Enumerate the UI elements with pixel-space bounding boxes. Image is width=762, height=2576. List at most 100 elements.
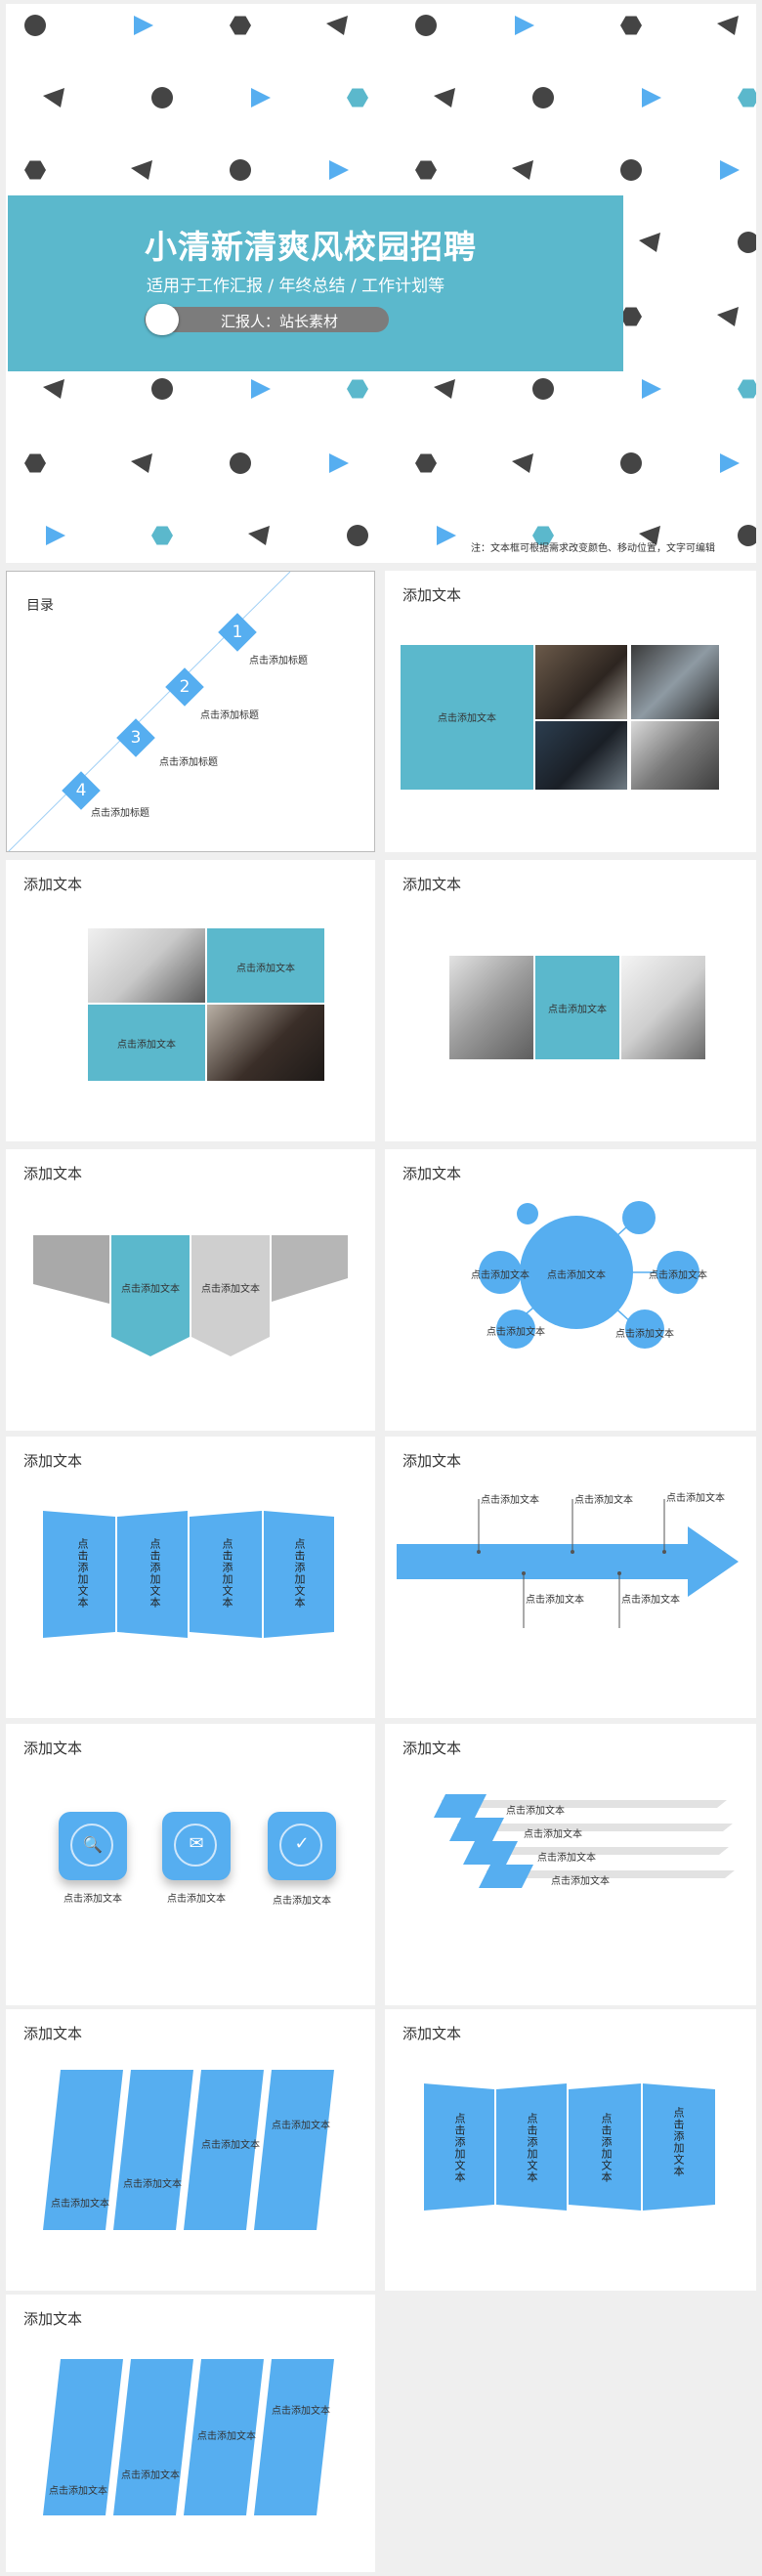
bar-label-1[interactable]: 点击添加文本	[49, 2486, 107, 2497]
chevron-teal-label[interactable]: 点击添加文本	[121, 1284, 180, 1295]
timeline-label-3[interactable]: 点击添加文本	[666, 1493, 725, 1504]
tile-label: 点击添加文本	[273, 1896, 331, 1907]
tile-message[interactable]: ✉	[162, 1812, 231, 1880]
slanted-bar-shapes	[43, 2070, 334, 2230]
slide-heading: 添加文本	[402, 876, 462, 893]
slide-heading: 添加文本	[23, 876, 83, 893]
vertical-label[interactable]: 点击添加文本	[221, 1538, 233, 1609]
ribbon-label-2[interactable]: 点击添加文本	[524, 1829, 582, 1840]
teal-card[interactable]: 点击添加文本	[401, 645, 533, 790]
message-icon: ✉	[189, 1833, 204, 1854]
pattern-shape	[717, 307, 739, 326]
vertical-label[interactable]: 点击添加文本	[293, 1538, 306, 1609]
check-icon: ✓	[294, 1833, 310, 1854]
bubble-bottom-right	[625, 1309, 664, 1349]
chevron-gray	[191, 1235, 270, 1356]
toc-label: 点击添加标题	[249, 656, 308, 666]
pattern-shape	[230, 452, 251, 474]
bar-label-1[interactable]: 点击添加文本	[51, 2199, 109, 2210]
pattern-shape	[347, 525, 368, 546]
slide-arrow-timeline: 添加文本 点击添加文本 点击添加文本 点击添加文本 点击添加文本 点击添加文本	[385, 1437, 756, 1718]
pattern-shape	[347, 88, 368, 107]
tile-label: 点击添加文本	[64, 1894, 122, 1905]
bar-label-4[interactable]: 点击添加文本	[272, 2121, 330, 2131]
pattern-shape	[131, 453, 152, 473]
pattern-shape	[512, 160, 533, 180]
timeline-label-2[interactable]: 点击添加文本	[574, 1495, 633, 1506]
chevron-shapes	[33, 1235, 348, 1356]
vertical-label[interactable]: 点击添加文本	[526, 2113, 538, 2183]
pattern-shape	[720, 160, 740, 180]
timeline-label-1[interactable]: 点击添加文本	[481, 1495, 539, 1506]
slide-ribbon-steps: 添加文本 点击添加文本 点击添加文本 点击添加文本 点击添加文本	[385, 1724, 756, 2005]
ribbon-label-1[interactable]: 点击添加文本	[506, 1806, 565, 1817]
slide-collage: 添加文本 点击添加文本 点击添加文本	[6, 860, 375, 1141]
pattern-shape	[437, 526, 456, 545]
pattern-shape	[24, 160, 46, 180]
photo-workspace	[621, 956, 705, 1059]
card-text: 点击添加文本	[236, 964, 295, 974]
card-text: 点击添加文本	[548, 1005, 607, 1015]
bar-label-4[interactable]: 点击添加文本	[272, 2406, 330, 2417]
pattern-shape	[620, 307, 642, 326]
teal-card-bottom[interactable]: 点击添加文本	[88, 1005, 205, 1081]
timeline-label-5[interactable]: 点击添加文本	[621, 1595, 680, 1606]
toc-number: 2	[179, 677, 190, 697]
pattern-shape	[512, 453, 533, 473]
bubble-left-label[interactable]: 点击添加文本	[471, 1270, 529, 1281]
pattern-shape	[24, 15, 46, 36]
pattern-shape	[434, 379, 455, 399]
toc-number: 3	[130, 728, 142, 748]
ribbon-label-3[interactable]: 点击添加文本	[537, 1853, 596, 1864]
pattern-shape	[639, 233, 660, 252]
vertical-label[interactable]: 点击添加文本	[453, 2113, 466, 2183]
photo-coffee	[535, 645, 627, 719]
pattern-shape	[43, 88, 64, 107]
slide-photo-grid: 添加文本 点击添加文本	[385, 571, 756, 852]
photo-notebook	[535, 721, 627, 790]
pattern-shape	[329, 453, 349, 473]
ribbon-label-4[interactable]: 点击添加文本	[551, 1876, 610, 1887]
slide-heading: 添加文本	[23, 1739, 83, 1757]
card-text: 点击添加文本	[438, 713, 496, 724]
tile-check[interactable]: ✓	[268, 1812, 336, 1880]
bubble-right-label[interactable]: 点击添加文本	[649, 1270, 707, 1281]
bar-label-3[interactable]: 点击添加文本	[201, 2140, 260, 2151]
slide-heading: 添加文本	[402, 586, 462, 604]
vertical-label[interactable]: 点击添加文本	[672, 2107, 685, 2177]
toc-slide: 目录 1 点击添加标题 2 点击添加标题 3 点击添加标题 4 点击添加标题	[6, 571, 375, 852]
pattern-shape	[248, 526, 270, 545]
toggle-knob	[146, 304, 179, 335]
pattern-shape	[738, 232, 756, 253]
pattern-shape	[738, 379, 756, 399]
toc-label: 点击添加标题	[159, 757, 218, 768]
vertical-label[interactable]: 点击添加文本	[76, 1538, 89, 1609]
pattern-shape	[434, 88, 455, 107]
teal-card[interactable]: 点击添加文本	[535, 956, 619, 1059]
timeline-label-4[interactable]: 点击添加文本	[526, 1595, 584, 1606]
slide-heading: 添加文本	[402, 1739, 462, 1757]
pattern-shape	[717, 16, 739, 35]
chevron-gray-label[interactable]: 点击添加文本	[201, 1284, 260, 1295]
slide-heading: 添加文本	[402, 2025, 462, 2042]
pattern-shape	[329, 160, 349, 180]
pattern-shape	[532, 87, 554, 108]
bubble-bottom-left-label[interactable]: 点击添加文本	[487, 1327, 545, 1338]
bubble-right	[656, 1251, 699, 1294]
vertical-label[interactable]: 点击添加文本	[600, 2113, 613, 2183]
bubble-center	[520, 1216, 633, 1329]
bar-label-2[interactable]: 点击添加文本	[121, 2470, 180, 2481]
card-text: 点击添加文本	[117, 1040, 176, 1051]
tile-search[interactable]: 🔍	[59, 1812, 127, 1880]
slide-folded-panels-b: 添加文本 点击添加文本 点击添加文本 点击添加文本 点击添加文本	[385, 2009, 756, 2291]
bubble-bottom-right-label[interactable]: 点击添加文本	[615, 1329, 674, 1340]
pattern-shape	[131, 160, 152, 180]
teal-card-top[interactable]: 点击添加文本	[207, 928, 324, 1003]
bubble-left	[479, 1251, 522, 1294]
slide-heading: 添加文本	[23, 2310, 83, 2328]
slide-heading: 添加文本	[23, 1452, 83, 1470]
bar-label-2[interactable]: 点击添加文本	[123, 2179, 182, 2190]
bubble-center-label[interactable]: 点击添加文本	[547, 1270, 606, 1281]
vertical-label[interactable]: 点击添加文本	[148, 1538, 161, 1609]
bar-label-3[interactable]: 点击添加文本	[197, 2431, 256, 2442]
